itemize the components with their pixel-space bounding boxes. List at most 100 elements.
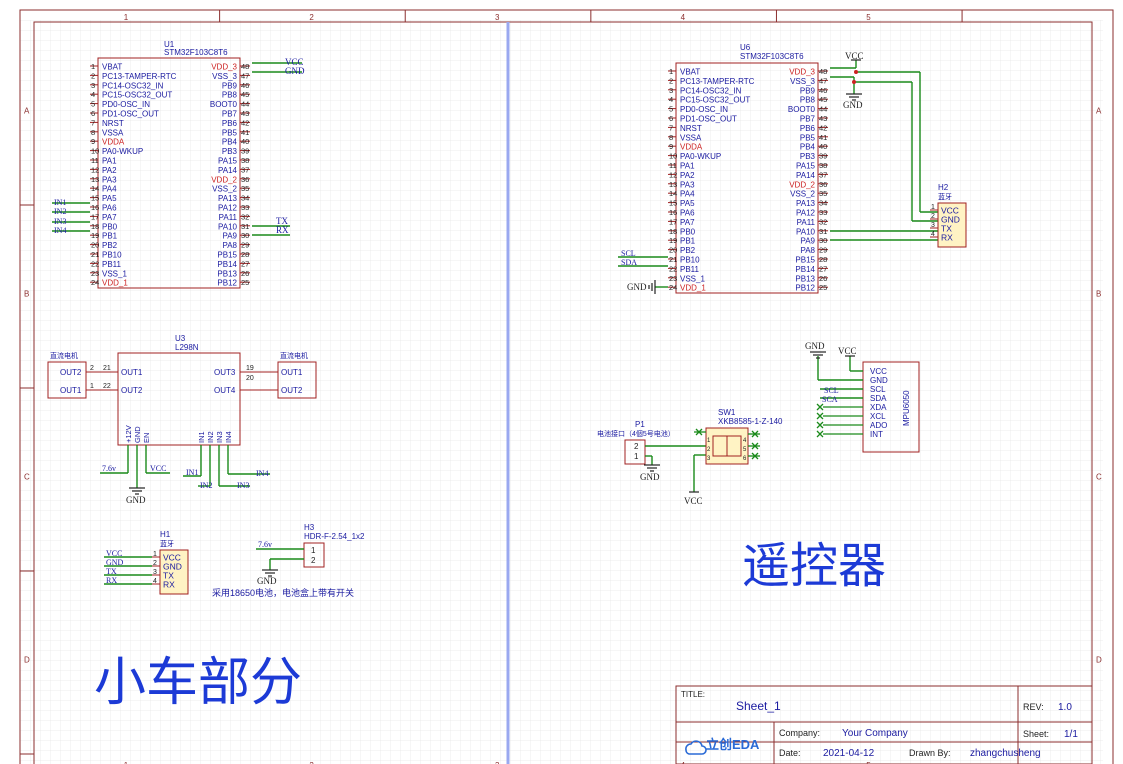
pin-number: 30: [241, 231, 249, 240]
no-connect-icon: [695, 428, 759, 460]
h3-ref: H3: [304, 523, 315, 532]
pin-label: PA15: [218, 157, 238, 166]
pin-label: VBAT: [680, 68, 700, 77]
pin-number: 34: [819, 199, 827, 208]
u1-net-in4: IN4: [54, 226, 66, 235]
sw1-power-switch[interactable]: SW1 XKB8585-1-Z-140 1 2 3 4 5 6 VCC: [684, 408, 783, 506]
battery-note: 采用18650电池，电池盒上带有开关: [212, 587, 354, 598]
u3-net-in3: IN3: [237, 481, 249, 490]
pin-number: 7: [91, 118, 95, 127]
pin-label: PA7: [102, 213, 117, 222]
h3-battery-header[interactable]: H3 HDR-F-2.54_1x2 1 2 7.6v GND 采用18650电池…: [212, 523, 365, 598]
pin-label: PB8: [800, 96, 816, 105]
frame-row-label: C: [24, 473, 30, 482]
pin-label: PA2: [102, 166, 117, 175]
pin-label: PA4: [102, 185, 117, 194]
pin-label: PB3: [222, 147, 238, 156]
u1-net-in2: IN2: [54, 207, 66, 216]
mpu-pin-label: SDA: [870, 394, 887, 403]
pin-label: PC14-OSC32_IN: [102, 81, 164, 90]
h2-body: [937, 202, 967, 248]
pin-number: 4: [153, 578, 157, 585]
pin-number: 35: [819, 189, 827, 198]
frame-row-label: D: [24, 656, 30, 665]
pin-label: PB14: [217, 260, 237, 269]
u6-net-scl: SCL: [621, 249, 636, 258]
h2-value: 蓝牙: [938, 192, 952, 201]
mpu-net-vcc: VCC: [838, 346, 857, 356]
pin-number: 9: [91, 137, 95, 146]
u3-bottom-pin-label: EN: [142, 433, 151, 443]
motor-left[interactable]: [47, 361, 87, 399]
pin-number: 30: [819, 236, 827, 245]
pin-label: PA6: [680, 209, 695, 218]
pin-number: 43: [819, 114, 827, 123]
pin-label: GND: [941, 215, 960, 225]
pin-number: 15: [669, 199, 677, 208]
ground-icon: [846, 93, 862, 101]
pin-label: PB10: [102, 251, 122, 260]
u1-net-vcc: VCC: [285, 57, 304, 67]
pin-number: 29: [241, 241, 249, 250]
h3-part: HDR-F-2.54_1x2: [304, 532, 365, 541]
pin-number: 3: [91, 81, 95, 90]
pin-label: PB12: [795, 284, 815, 293]
pin-number: 33: [241, 203, 249, 212]
pin-number: 28: [819, 255, 827, 264]
u3-ref: U3: [175, 334, 186, 343]
pin-number: 40: [819, 142, 827, 151]
u3-net-vcc: VCC: [150, 464, 166, 473]
pin-label: VBAT: [102, 63, 122, 72]
pin-number: 4: [91, 90, 95, 99]
pin-label: PA8: [222, 241, 237, 250]
u3-bottom-pin-label: IN2: [206, 431, 215, 443]
rev-value: 1.0: [1058, 702, 1072, 713]
pin-number: 43: [241, 109, 249, 118]
pin-number: 47: [819, 76, 827, 85]
p1-pin-2: 2: [634, 442, 639, 451]
u3-pin-num: 2: [90, 365, 94, 372]
pin-label: VDD_3: [211, 63, 237, 72]
sheet-label: Sheet:: [1023, 729, 1049, 739]
pin-number: 4: [931, 231, 935, 238]
u6-part: STM32F103C8T6: [740, 52, 804, 61]
pin-label: PC15-OSC32_OUT: [102, 91, 172, 100]
pin-number: 46: [241, 81, 249, 90]
pin-label: PB0: [102, 222, 118, 231]
pin-label: PB3: [800, 152, 816, 161]
pin-label: PB4: [800, 143, 816, 152]
pin-label: GND: [163, 562, 182, 572]
pin-number: 2: [91, 71, 95, 80]
pin-label: PA0-WKUP: [102, 147, 143, 156]
pin-label: VCC: [163, 553, 181, 563]
motor-right[interactable]: [277, 361, 317, 399]
h1-value: 蓝牙: [160, 539, 174, 548]
pin-number: 42: [241, 118, 249, 127]
pin-label: PC13-TAMPER-RTC: [680, 77, 755, 86]
pin-number: 28: [241, 250, 249, 259]
frame-row-label: A: [1096, 107, 1102, 116]
pin-label: PA2: [680, 171, 695, 180]
u3-net-7v6: 7.6v: [102, 464, 116, 473]
pin-label: PD0-OSC_IN: [680, 105, 728, 114]
sw1-ref: SW1: [718, 408, 736, 417]
section-label-remote: 遥控器: [742, 540, 886, 593]
mpu-pin-label: XCL: [870, 412, 886, 421]
pin-label: PA13: [218, 194, 238, 203]
frame-col-label: 5: [866, 761, 871, 764]
pin-label: PB11: [680, 265, 700, 274]
u3-l298n[interactable]: U3 L298N 直流电机 OUT2 OUT1 直流电机 OUT1 OUT2 2…: [47, 334, 317, 505]
pin-label: PB1: [680, 237, 696, 246]
pin-number: 21: [91, 250, 99, 259]
mpu-pin-label: SCL: [870, 385, 886, 394]
p1-pin-1: 1: [634, 452, 639, 461]
h3-pin-1: 1: [311, 546, 316, 555]
pin-number: 14: [91, 184, 99, 193]
p1-battery-connector[interactable]: P1 电池接口（4個5号电池） 2 1 GND: [597, 420, 706, 492]
